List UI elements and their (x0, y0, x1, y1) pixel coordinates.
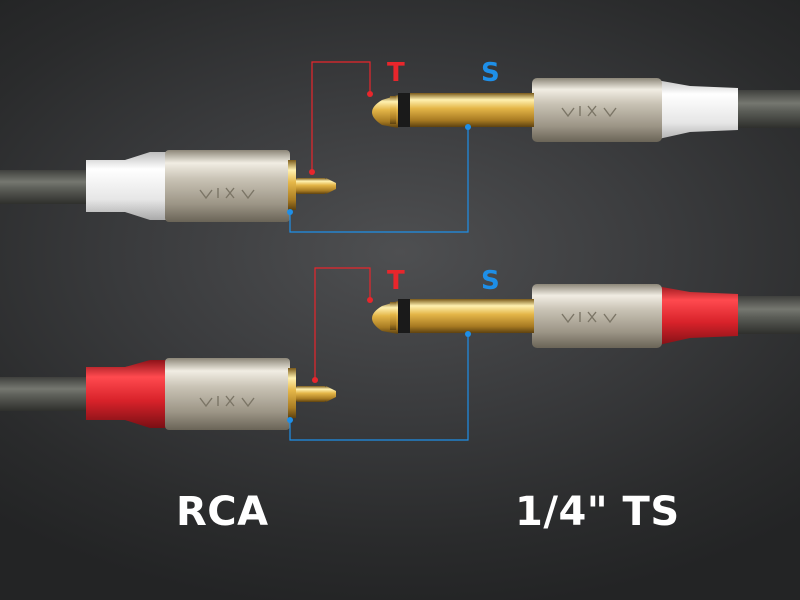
red-ts-shell (532, 284, 662, 348)
white-rca-boot (86, 152, 170, 220)
white-rca-tip-dot (309, 169, 315, 175)
red-sleeve-wire (289, 334, 469, 441)
white-rca-cable (0, 170, 100, 204)
red-rca-sleeve-dot (287, 417, 293, 423)
red-sleeve-marker: S (481, 266, 500, 296)
white-ts-insulator (398, 93, 410, 127)
white-ts-engraving (561, 105, 617, 118)
red-ts-insulator (398, 299, 410, 333)
white-ts-sleeve (408, 93, 534, 127)
red-rca-pin-tip (326, 386, 336, 402)
red-ts-sleeve-dot (465, 331, 471, 337)
red-ts-plug (372, 284, 800, 348)
white-rca-engraving (199, 187, 255, 200)
white-rca-plug (0, 150, 336, 222)
white-ts-boot (645, 78, 738, 142)
red-rca-boot (86, 360, 170, 428)
white-sleeve-marker: S (481, 58, 500, 88)
white-ts-cable (730, 90, 800, 128)
red-rca-tip-dot (312, 377, 318, 383)
red-rca-collar (288, 368, 296, 418)
white-ts-tip-ring (390, 96, 396, 124)
red-rca-engraving (199, 395, 255, 408)
red-ts-boot (645, 284, 738, 348)
red-tip-marker: T (387, 266, 405, 296)
red-rca-shell (165, 358, 290, 430)
white-tip-marker: T (387, 58, 405, 88)
white-ts-shell (532, 78, 662, 142)
white-ts-plug (372, 78, 800, 142)
red-ts-cable (730, 296, 800, 334)
red-rca-cable (0, 377, 100, 411)
white-rca-collar (288, 160, 296, 210)
red-ts-sleeve (408, 299, 534, 333)
ts-caption: 1/4" TS (515, 489, 680, 535)
white-tip-wire (311, 61, 371, 172)
red-ts-tip-ring (390, 302, 396, 330)
red-tip-wire (314, 267, 371, 380)
rca-caption: RCA (176, 489, 269, 535)
white-rca-shell (165, 150, 290, 222)
white-rca-sleeve-dot (287, 209, 293, 215)
red-ts-engraving (561, 311, 617, 324)
red-ts-tip-dot (367, 297, 373, 303)
white-ts-sleeve-dot (465, 124, 471, 130)
white-sleeve-wire (289, 127, 469, 233)
white-rca-pin-tip (326, 178, 336, 194)
red-rca-plug (0, 358, 336, 430)
white-rca-pin (296, 178, 326, 194)
white-ts-tip-dot (367, 91, 373, 97)
red-rca-pin (296, 386, 326, 402)
